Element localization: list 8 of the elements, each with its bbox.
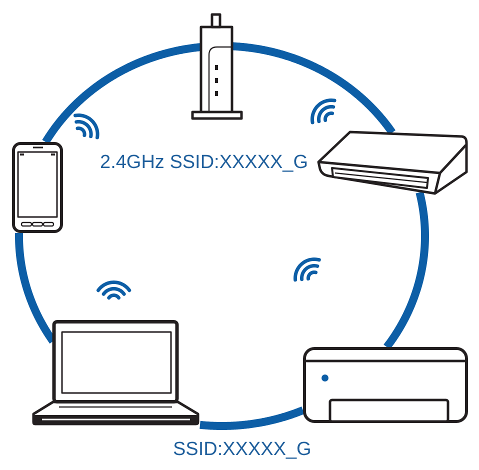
printer-drawing (303, 347, 468, 423)
flat-device-drawing (317, 130, 468, 195)
smartphone-drawing (12, 142, 63, 233)
ssid-label: 2.4GHz SSID:XXXXX_G (100, 152, 308, 174)
ssid-label: SSID:XXXXX_G (173, 439, 312, 461)
router-drawing (191, 13, 243, 120)
laptop-drawing (32, 320, 200, 425)
ring-arc (384, 190, 429, 350)
